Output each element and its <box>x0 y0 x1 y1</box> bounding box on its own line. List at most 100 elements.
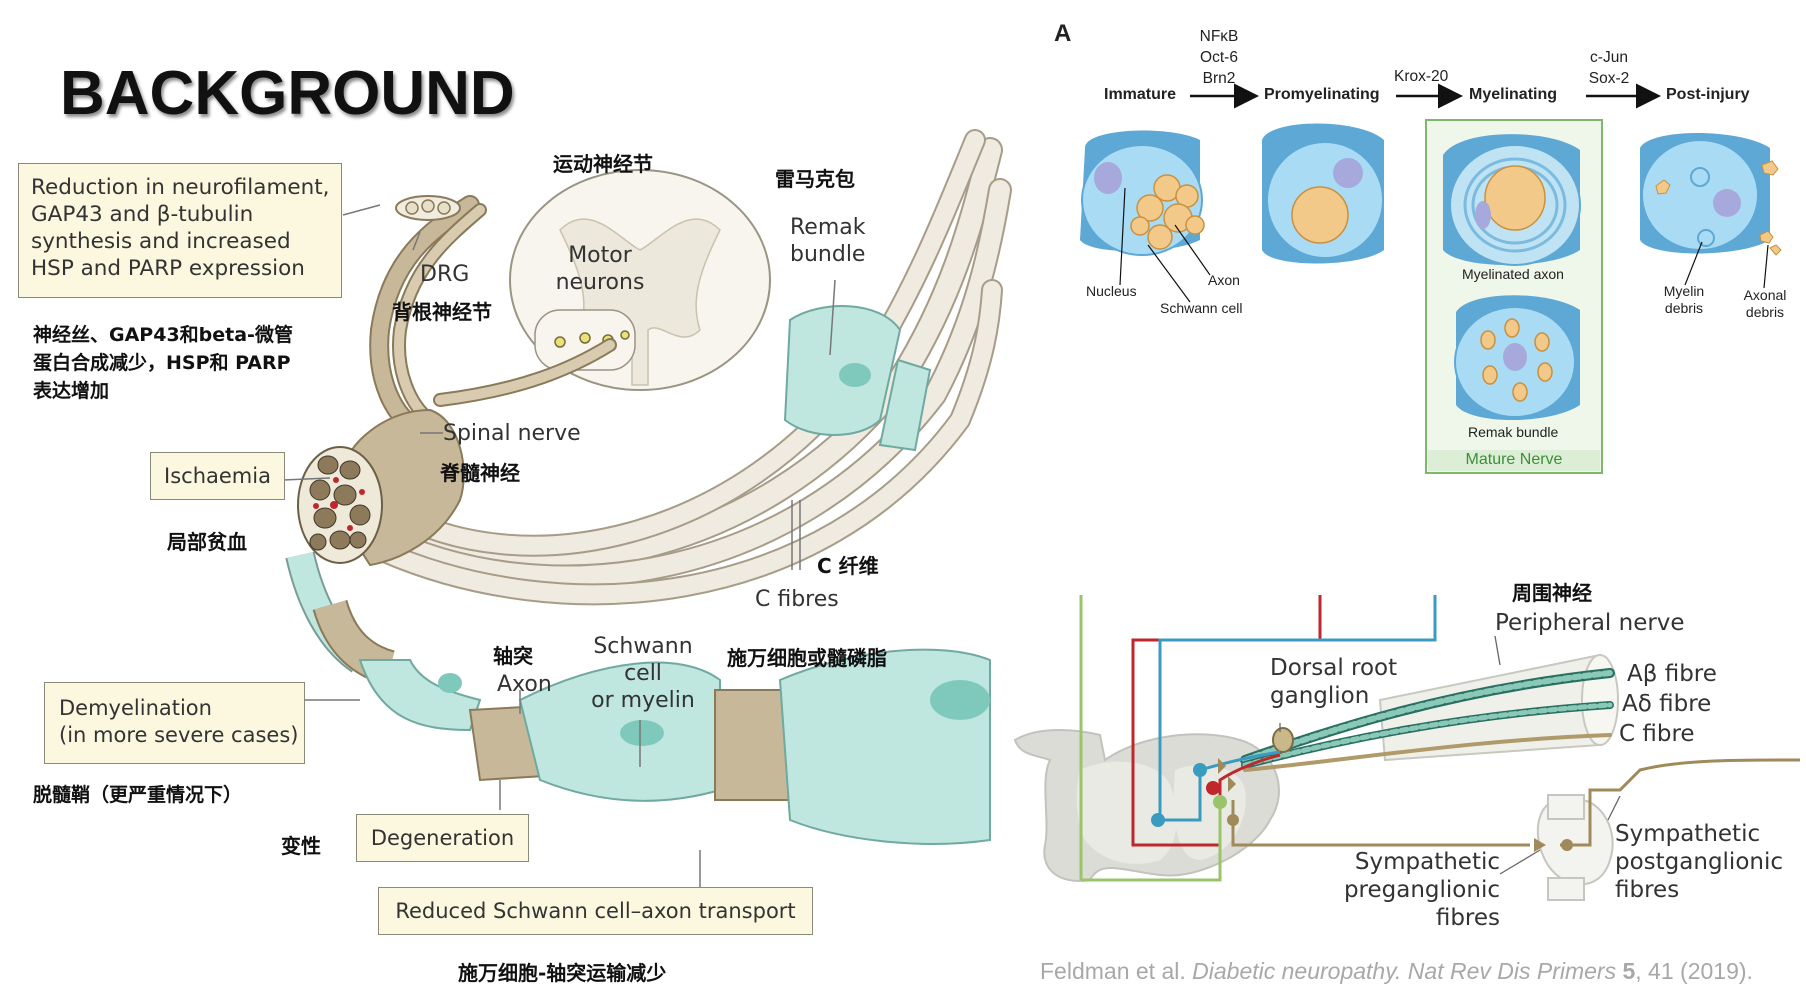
stage-post-injury: Post-injury <box>1666 86 1750 103</box>
page-title: BACKGROUND <box>60 59 515 128</box>
degeneration-zh: 变性 <box>281 834 321 858</box>
debris-line: Myelin <box>1663 283 1705 299</box>
immature-cell <box>1080 130 1205 256</box>
zh-line: 神经丝、GAP43和beta-微管 <box>33 324 293 346</box>
callout-reduction-line: synthesis and increased <box>31 229 291 254</box>
mature-nerve-label-bg <box>1428 450 1600 471</box>
factor: c-Jun <box>1590 49 1628 66</box>
myelinated-axon-chain <box>285 551 991 845</box>
myelinated-axon <box>1443 134 1581 266</box>
zh-reduction-text: 神经丝、GAP43和beta-微管 蛋白合成减少，HSP和 PARP 表达增加 <box>33 321 293 405</box>
callout-demyelination: Demyelination (in more severe cases) <box>44 682 305 764</box>
label-axon: Axon <box>1208 272 1240 288</box>
citation-authors: Feldman et al. <box>1040 958 1193 984</box>
factor: Sox-2 <box>1588 70 1630 87</box>
factor: Brn2 <box>1202 70 1236 87</box>
citation-volume: 5 <box>1622 958 1636 984</box>
remak-line: Remak <box>790 215 866 240</box>
debris-line: Axonal <box>1743 287 1787 303</box>
label-myelin-debris: Myelin debris <box>1660 283 1708 317</box>
sym-pre-line: preganglionic fibres <box>1343 877 1500 931</box>
remak-line: bundle <box>790 242 866 267</box>
peripheral-nerve-label: Peripheral nerve <box>1495 610 1685 636</box>
factor: Oct-6 <box>1200 49 1238 66</box>
debris-line: debris <box>1664 300 1704 316</box>
callout-reduction-line: HSP and PARP expression <box>31 256 305 281</box>
ischaemia-zh: 局部贫血 <box>167 530 247 554</box>
sympathetic-pre-label: Sympathetic preganglionic fibres <box>1278 848 1500 932</box>
zh-line: 表达增加 <box>33 380 110 402</box>
drg-label: DRG <box>420 262 470 287</box>
motor-line: neurons <box>555 270 645 295</box>
callout-reduction-line: GAP43 and β-tubulin <box>31 202 254 227</box>
dorsal-root-ganglion-label: Dorsal root ganglion <box>1270 654 1397 710</box>
demyelination-zh: 脱髓鞘（更严重情况下） <box>33 784 243 806</box>
citation: Feldman et al. Diabetic neuropathy. Nat … <box>1040 958 1753 985</box>
label-schwann-cell: Schwann cell <box>1160 300 1243 316</box>
factors-2: Krox-20 <box>1394 68 1449 85</box>
stage-immature: Immature <box>1104 86 1177 103</box>
stage-promyelinating: Promyelinating <box>1264 86 1380 103</box>
axon-label: Axon <box>497 672 552 697</box>
post-injury-leaders <box>1684 241 1769 289</box>
citation-title: Diabetic neuropathy. Nat Rev Dis Primers <box>1192 958 1623 984</box>
label-remak-bundle: Remak bundle <box>1468 424 1559 440</box>
schwann-myelin-label: Schwann cell or myelin <box>572 633 714 714</box>
factor: NFκB <box>1199 28 1239 45</box>
sym-post-line: Sympathetic <box>1615 821 1761 847</box>
c-fibre-label: C fibre <box>1619 721 1695 747</box>
c-fibre-zh: C 纤维 <box>817 554 879 578</box>
callout-reduction: Reduction in neurofilament, GAP43 and β-… <box>18 163 342 298</box>
label-mature-nerve: Mature Nerve <box>1465 451 1563 468</box>
spinal-cord-section <box>509 169 771 391</box>
drg-roots <box>369 195 617 440</box>
reduced-transport-zh: 施万细胞-轴突运输减少 <box>458 961 667 985</box>
drg-line: Dorsal root <box>1270 655 1398 681</box>
remak-bundle-cells <box>783 305 932 452</box>
peripheral-nerve-zh: 周围神经 <box>1512 581 1592 605</box>
a-delta-fibre-label: Aδ fibre <box>1622 691 1712 717</box>
ischaemia-cross-section <box>297 446 383 564</box>
panel-a-letter: A <box>1054 20 1072 47</box>
fibre-nodes <box>1151 758 1573 852</box>
drg-line: ganglion <box>1270 683 1370 709</box>
motor-ganglion-zh: 运动神经节 <box>553 152 653 176</box>
debris-line: debris <box>1745 304 1785 320</box>
schwann-myelin-zh: 施万细胞或髓磷脂 <box>727 646 887 670</box>
peripheral-leaders <box>1279 635 1621 875</box>
sym-pre-line: Sympathetic <box>1354 849 1500 875</box>
stage-myelinating: Myelinating <box>1469 86 1558 103</box>
label-nucleus: Nucleus <box>1086 283 1137 299</box>
axon-zh: 轴突 <box>493 644 533 668</box>
demyelination-line: Demyelination <box>59 696 212 720</box>
label-axonal-debris: Axonal debris <box>1738 287 1792 321</box>
factors-3: c-Jun Sox-2 <box>1584 47 1634 89</box>
label-myelinated-axon: Myelinated axon <box>1462 266 1564 282</box>
schwann-line: or myelin <box>591 688 695 713</box>
remak-zh: 雷马克包 <box>775 167 855 191</box>
callout-reduction-line: Reduction in neurofilament, <box>31 175 330 200</box>
zh-line: 蛋白合成减少，HSP和 PARP <box>33 352 291 374</box>
citation-rest: , 41 (2019). <box>1635 958 1753 984</box>
immature-leaders <box>1119 187 1211 303</box>
factors-1: NFκB Oct-6 Brn2 <box>1196 26 1242 89</box>
callout-ischaemia: Ischaemia <box>150 452 285 500</box>
a-beta-fibre-label: Aβ fibre <box>1627 661 1717 687</box>
drg-zh: 背根神经节 <box>392 300 492 324</box>
motor-neurons-label: Motor neurons <box>540 242 660 296</box>
remak-bundle-label: Remak bundle <box>790 214 866 268</box>
spinal-nerve-zh: 脊髓神经 <box>440 461 520 485</box>
callout-degeneration: Degeneration <box>356 814 529 862</box>
c-fibres-label: C fibres <box>755 587 839 612</box>
post-injury-cell <box>1640 133 1782 256</box>
demyelination-line: (in more severe cases) <box>59 723 299 747</box>
sym-post-line: fibres <box>1615 877 1680 903</box>
sym-post-line: postganglionic <box>1615 849 1784 875</box>
schwann-line: Schwann cell <box>593 634 693 686</box>
motor-line: Motor <box>568 243 632 268</box>
promyelinating-cell <box>1262 123 1384 264</box>
sympathetic-post-label: Sympathetic postganglionic fibres <box>1615 820 1783 904</box>
